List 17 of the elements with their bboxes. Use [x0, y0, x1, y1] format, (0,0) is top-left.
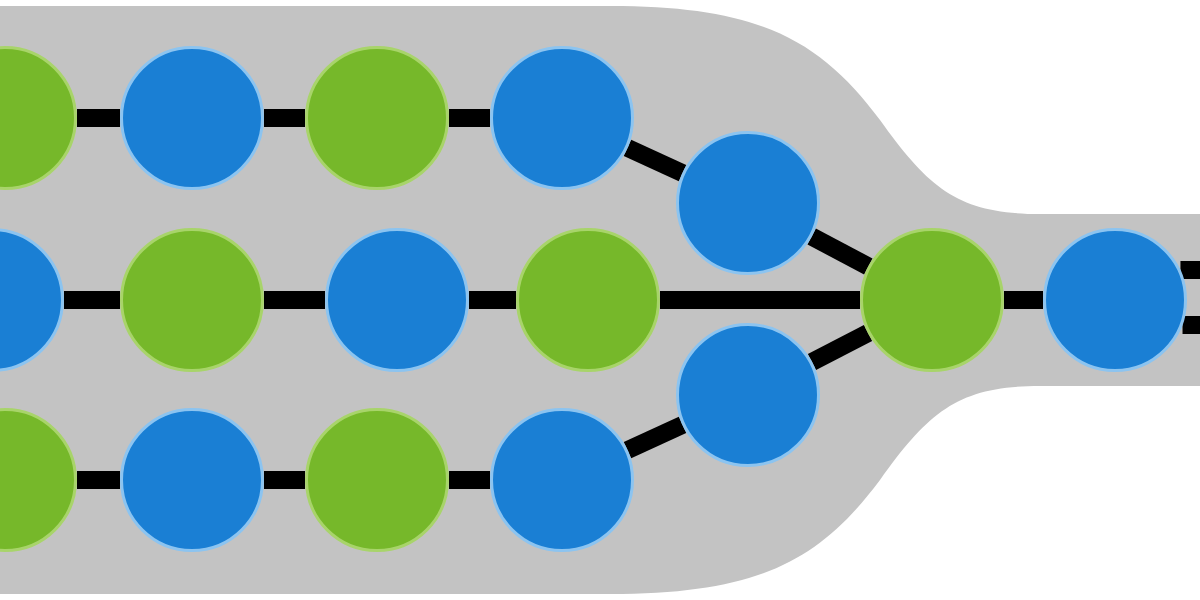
connector-line [469, 291, 516, 309]
connector-line [264, 109, 305, 127]
connector-line [660, 291, 860, 309]
connector-line [64, 291, 120, 309]
connector-line [623, 416, 687, 459]
connector-line [1004, 291, 1043, 309]
connector-line [77, 471, 120, 489]
connector-line [623, 139, 687, 182]
connector-line [449, 109, 490, 127]
connector-line [1180, 261, 1200, 279]
connector-line [1182, 316, 1200, 334]
connector-line [807, 228, 873, 275]
connector-line [449, 471, 490, 489]
connector-line [264, 471, 305, 489]
connector-line [807, 325, 873, 370]
connector-line [77, 109, 120, 127]
connector-line [264, 291, 325, 309]
